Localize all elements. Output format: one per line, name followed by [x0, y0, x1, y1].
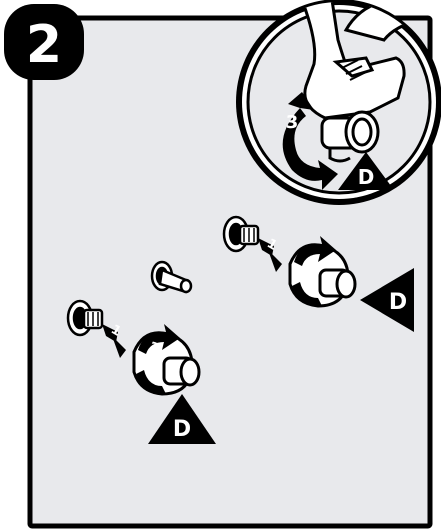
sequence-3-label: 3 — [286, 112, 299, 133]
zoom-callout: 3 D — [236, 0, 441, 205]
step-number: 2 — [26, 15, 62, 75]
part-d-label-right: D — [389, 290, 407, 315]
part-d-label-left: D — [173, 417, 191, 442]
step-badge: 2 — [4, 4, 84, 80]
part-d-label-zoom: D — [358, 165, 375, 189]
